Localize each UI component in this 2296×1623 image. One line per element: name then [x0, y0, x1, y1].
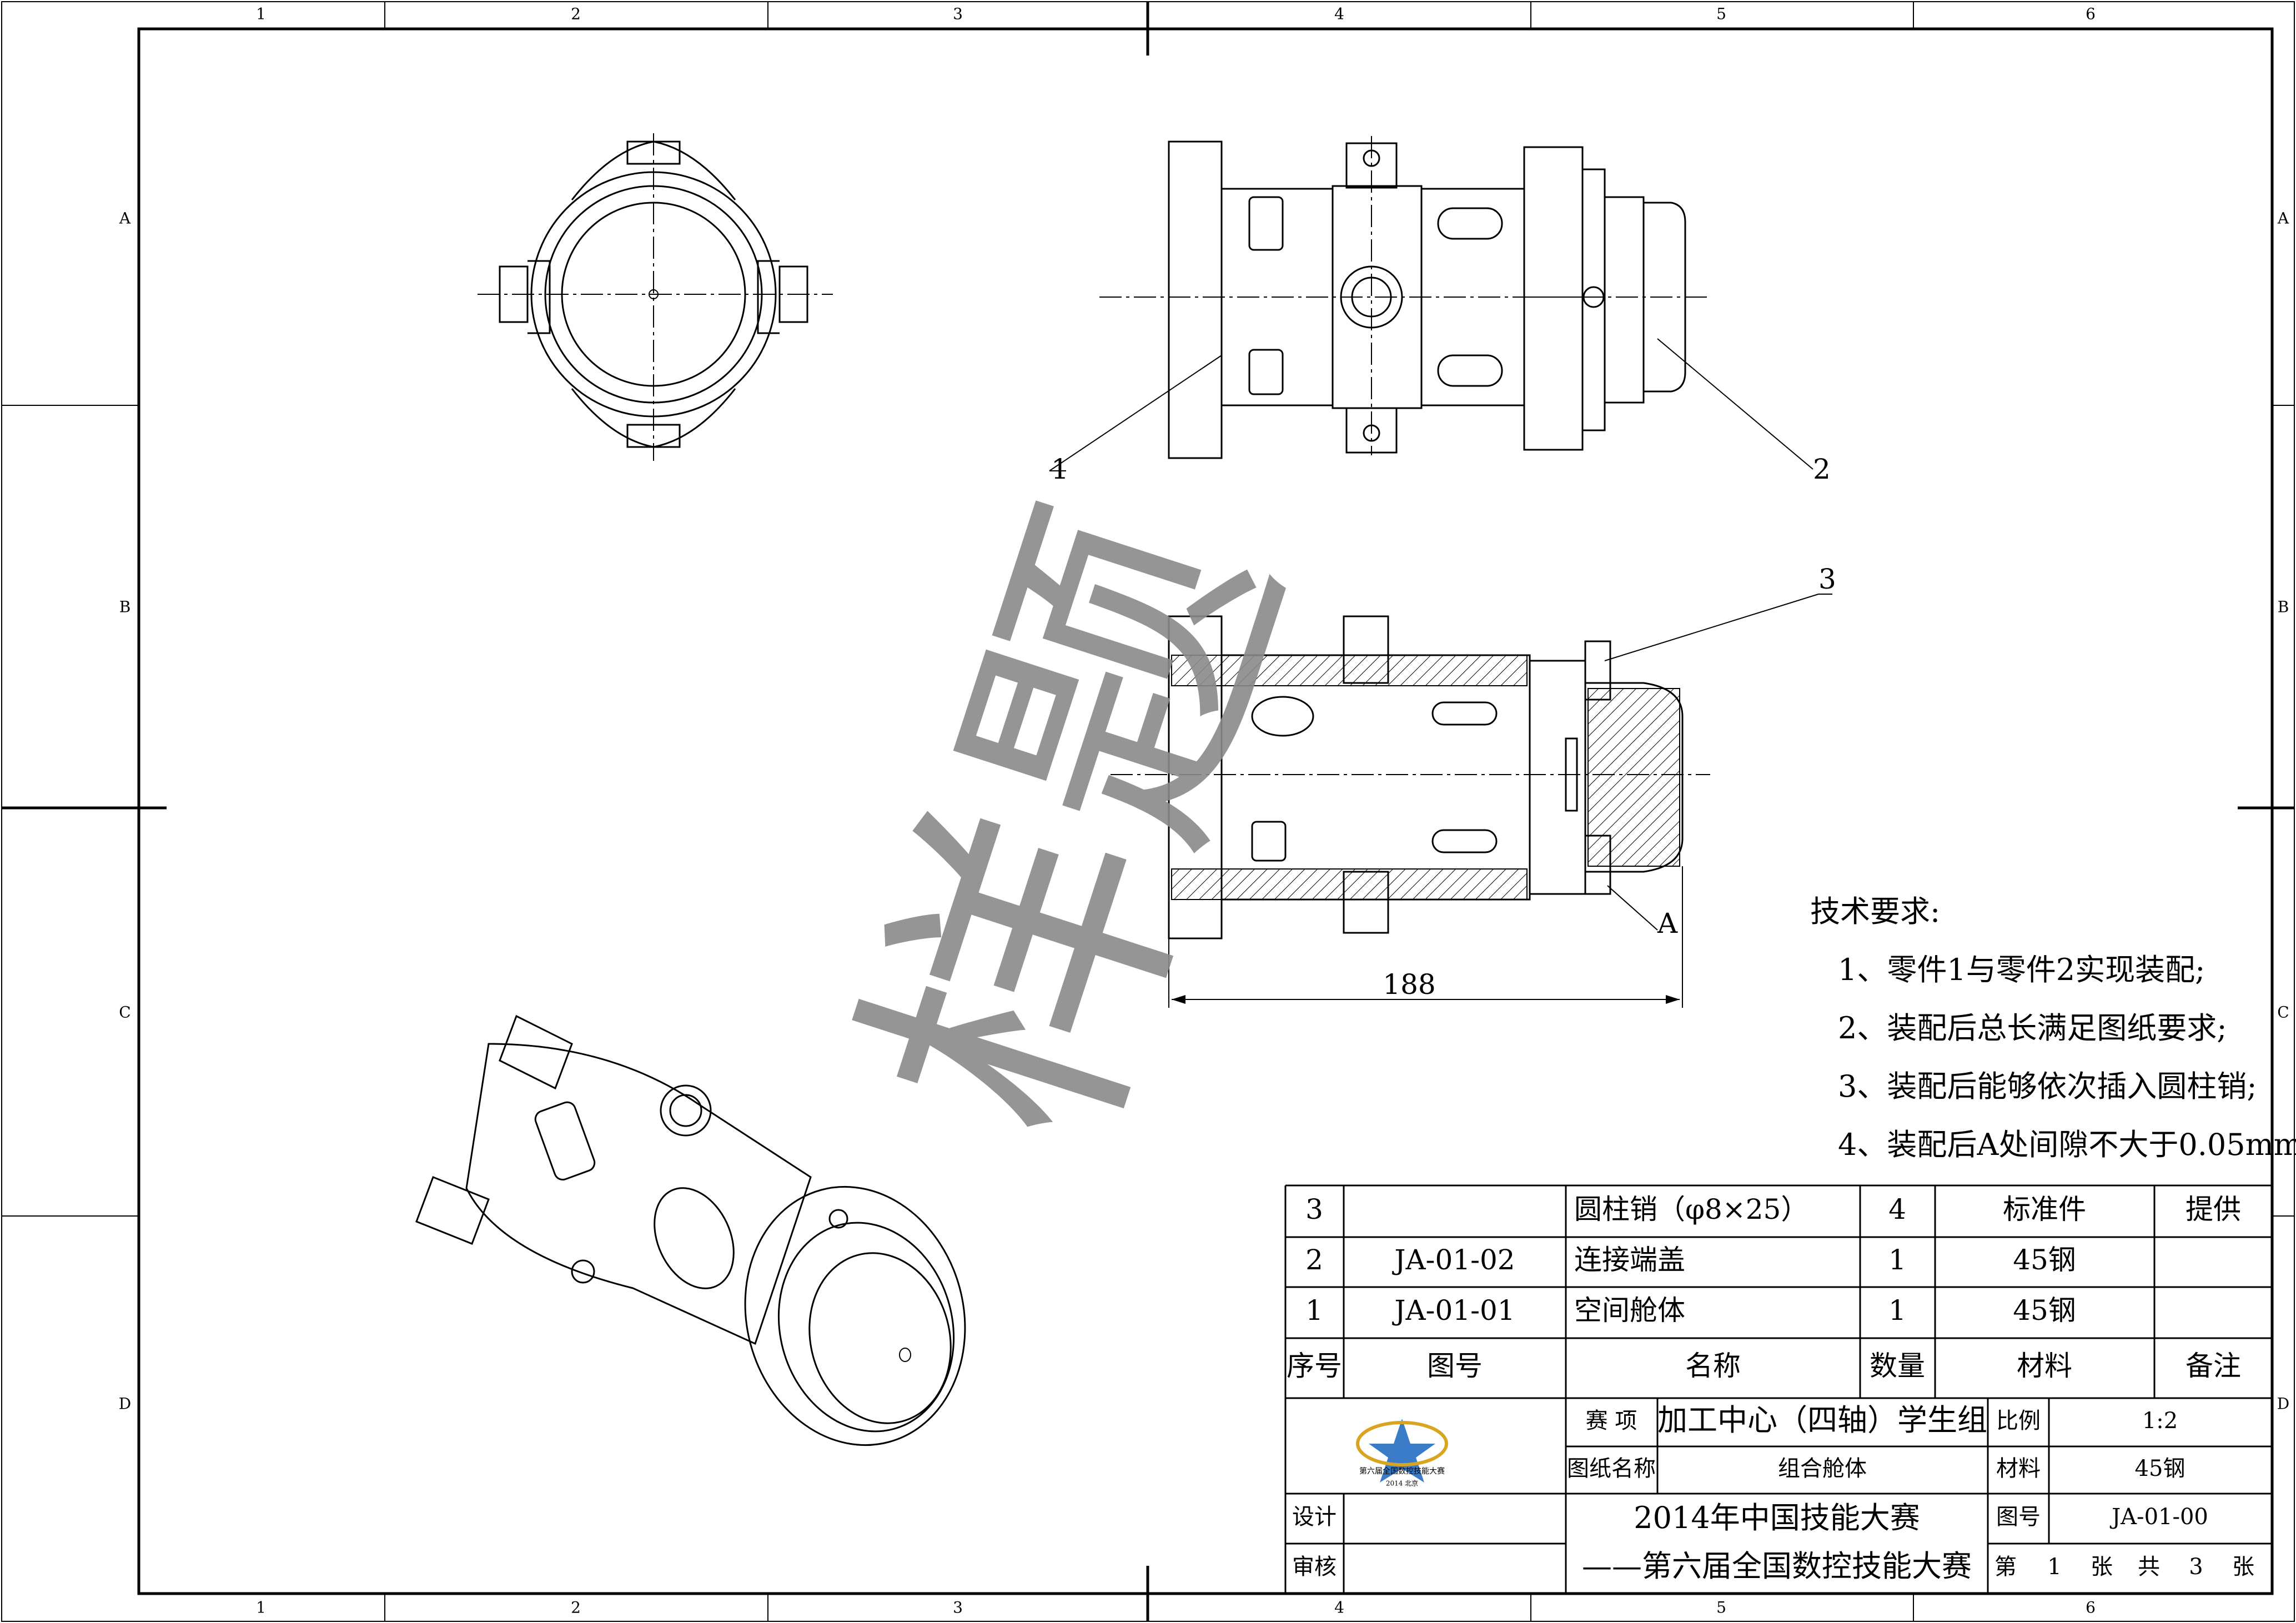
bom-row-1-material: 45钢 — [2013, 1294, 2076, 1326]
zone-row-b-right: B — [2278, 598, 2289, 616]
front-view: 1 2 — [1049, 136, 1831, 485]
bom-header-no: 序号 — [1287, 1350, 1342, 1382]
zone-col-3-bottom: 3 — [953, 1599, 963, 1617]
bom-table: 3 圆柱销（φ8×25） 4 标准件 提供 2 JA-01-02 连接端盖 1 … — [1284, 1184, 2272, 1594]
tech-item-4: 4、装配后A处间隙不大于0.05mm。 — [1838, 1127, 2296, 1162]
bom-row-3-no: 3 — [1305, 1193, 1323, 1225]
zone-col-2: 2 — [571, 5, 581, 23]
dwg-no-value: JA-01-00 — [2109, 1504, 2208, 1530]
end-view — [478, 133, 833, 461]
zone-col-3: 3 — [953, 5, 963, 23]
zone-row-a: A — [119, 209, 131, 228]
competition-logo: 第六届全国数控技能大赛 2014 北京 — [1356, 1419, 1448, 1488]
hatched-wall-top — [1171, 655, 1528, 686]
bom-row-1-code: JA-01-01 — [1391, 1294, 1515, 1326]
bom-header-name: 名称 — [1685, 1350, 1741, 1382]
section-view: 188 3 A — [1111, 563, 1836, 1008]
zone-row-c-right: C — [2277, 1003, 2289, 1022]
callout-a: A — [1657, 907, 1678, 939]
bom-row-1-qty: 1 — [1888, 1294, 1906, 1326]
sheet-zhang-2: 张 — [2232, 1554, 2254, 1580]
sheet-zhang-1: 张 — [2091, 1554, 2113, 1580]
design-label: 设计 — [1292, 1504, 1337, 1530]
bom-row-2-qty: 1 — [1888, 1244, 1906, 1276]
sheet-total: 3 — [2189, 1554, 2203, 1580]
zone-row-b: B — [119, 598, 131, 616]
material-value: 45钢 — [2135, 1456, 2186, 1481]
event-label: 赛 项 — [1586, 1408, 1637, 1434]
zone-col-4-bottom: 4 — [1334, 1599, 1344, 1617]
drawing-name-label: 图纸名称 — [1567, 1456, 1656, 1481]
bom-row-1-name: 空间舱体 — [1574, 1294, 1685, 1326]
tech-item-3: 3、装配后能够依次插入圆柱销; — [1838, 1069, 2257, 1104]
callout-3: 3 — [1818, 563, 1836, 595]
drawing-name-value: 组合舱体 — [1778, 1456, 1867, 1481]
zone-col-1-bottom: 1 — [256, 1599, 266, 1617]
bom-row-2-name: 连接端盖 — [1574, 1244, 1685, 1276]
zone-col-6: 6 — [2086, 5, 2096, 23]
bom-row-3-qty: 4 — [1888, 1193, 1906, 1225]
bom-row-2-code: JA-01-02 — [1391, 1244, 1515, 1276]
org-line-2: ——第六届全国数控技能大赛 — [1582, 1549, 1972, 1584]
bom-row-2-material: 45钢 — [2013, 1244, 2076, 1276]
bom-row-2-no: 2 — [1305, 1244, 1323, 1276]
scale-label: 比例 — [1996, 1408, 2041, 1434]
zone-row-d: D — [119, 1395, 131, 1413]
zone-row-a-right: A — [2277, 209, 2289, 228]
sheet-gong: 共 — [2138, 1554, 2160, 1580]
org-line-1: 2014年中国技能大赛 — [1634, 1500, 1920, 1535]
zone-row-d-right: D — [2277, 1395, 2289, 1413]
bom-header-code: 图号 — [1427, 1350, 1483, 1382]
watermark: 样题 — [808, 474, 1345, 1178]
bom-header-material: 材料 — [2017, 1350, 2072, 1382]
watermark-text: 样题 — [808, 474, 1345, 1178]
bom-row-1-no: 1 — [1305, 1294, 1323, 1326]
title-block: 第六届全国数控技能大赛 2014 北京 赛 项 加工中心（四轴）学生组 比例 1… — [1285, 1398, 2272, 1594]
bom-header-note: 备注 — [2186, 1350, 2241, 1382]
bom-row-3-name: 圆柱销（φ8×25） — [1574, 1193, 1808, 1225]
isometric-view — [415, 1014, 966, 1446]
callout-2: 2 — [1813, 453, 1831, 485]
zone-col-5-bottom: 5 — [1716, 1599, 1726, 1617]
review-label: 审核 — [1292, 1554, 1337, 1580]
callout-1: 1 — [1051, 453, 1069, 485]
scale-value: 1:2 — [2142, 1408, 2178, 1434]
dwg-no-label: 图号 — [1996, 1504, 2041, 1530]
material-label: 材料 — [1996, 1456, 2041, 1481]
event-value: 加工中心（四轴）学生组 — [1657, 1403, 1987, 1438]
technical-requirements: 技术要求: 1、零件1与零件2实现装配; 2、装配后总长满足图纸要求; 3、装配… — [1810, 894, 2296, 1162]
logo-caption: 第六届全国数控技能大赛 — [1359, 1466, 1445, 1476]
tech-item-2: 2、装配后总长满足图纸要求; — [1838, 1011, 2227, 1046]
zone-col-5: 5 — [1716, 5, 1726, 23]
zone-row-c: C — [119, 1003, 130, 1022]
tech-item-1: 1、零件1与零件2实现装配; — [1838, 952, 2205, 987]
zone-col-4: 4 — [1334, 5, 1344, 23]
zone-col-6-bottom: 6 — [2086, 1599, 2096, 1617]
sheet-no: 1 — [2047, 1554, 2061, 1580]
hatched-wall-bottom — [1171, 868, 1528, 900]
logo-sub: 2014 北京 — [1386, 1480, 1418, 1488]
bom-row-3-material: 标准件 — [2003, 1193, 2086, 1225]
zone-col-2-bottom: 2 — [571, 1599, 581, 1617]
hatched-end-cap — [1587, 688, 1680, 867]
tech-title: 技术要求: — [1810, 894, 1940, 929]
zone-col-1: 1 — [256, 5, 266, 23]
bom-row-3-note: 提供 — [2186, 1193, 2241, 1225]
bom-header-qty: 数量 — [1870, 1350, 1925, 1382]
dimension-188: 188 — [1383, 968, 1435, 1001]
zone-labels: 1 2 3 4 5 6 1 2 3 4 5 6 A B C D A B C D — [119, 5, 2289, 1617]
inner-frame — [137, 27, 2274, 1595]
sheet-di: 第 — [1994, 1554, 2017, 1580]
